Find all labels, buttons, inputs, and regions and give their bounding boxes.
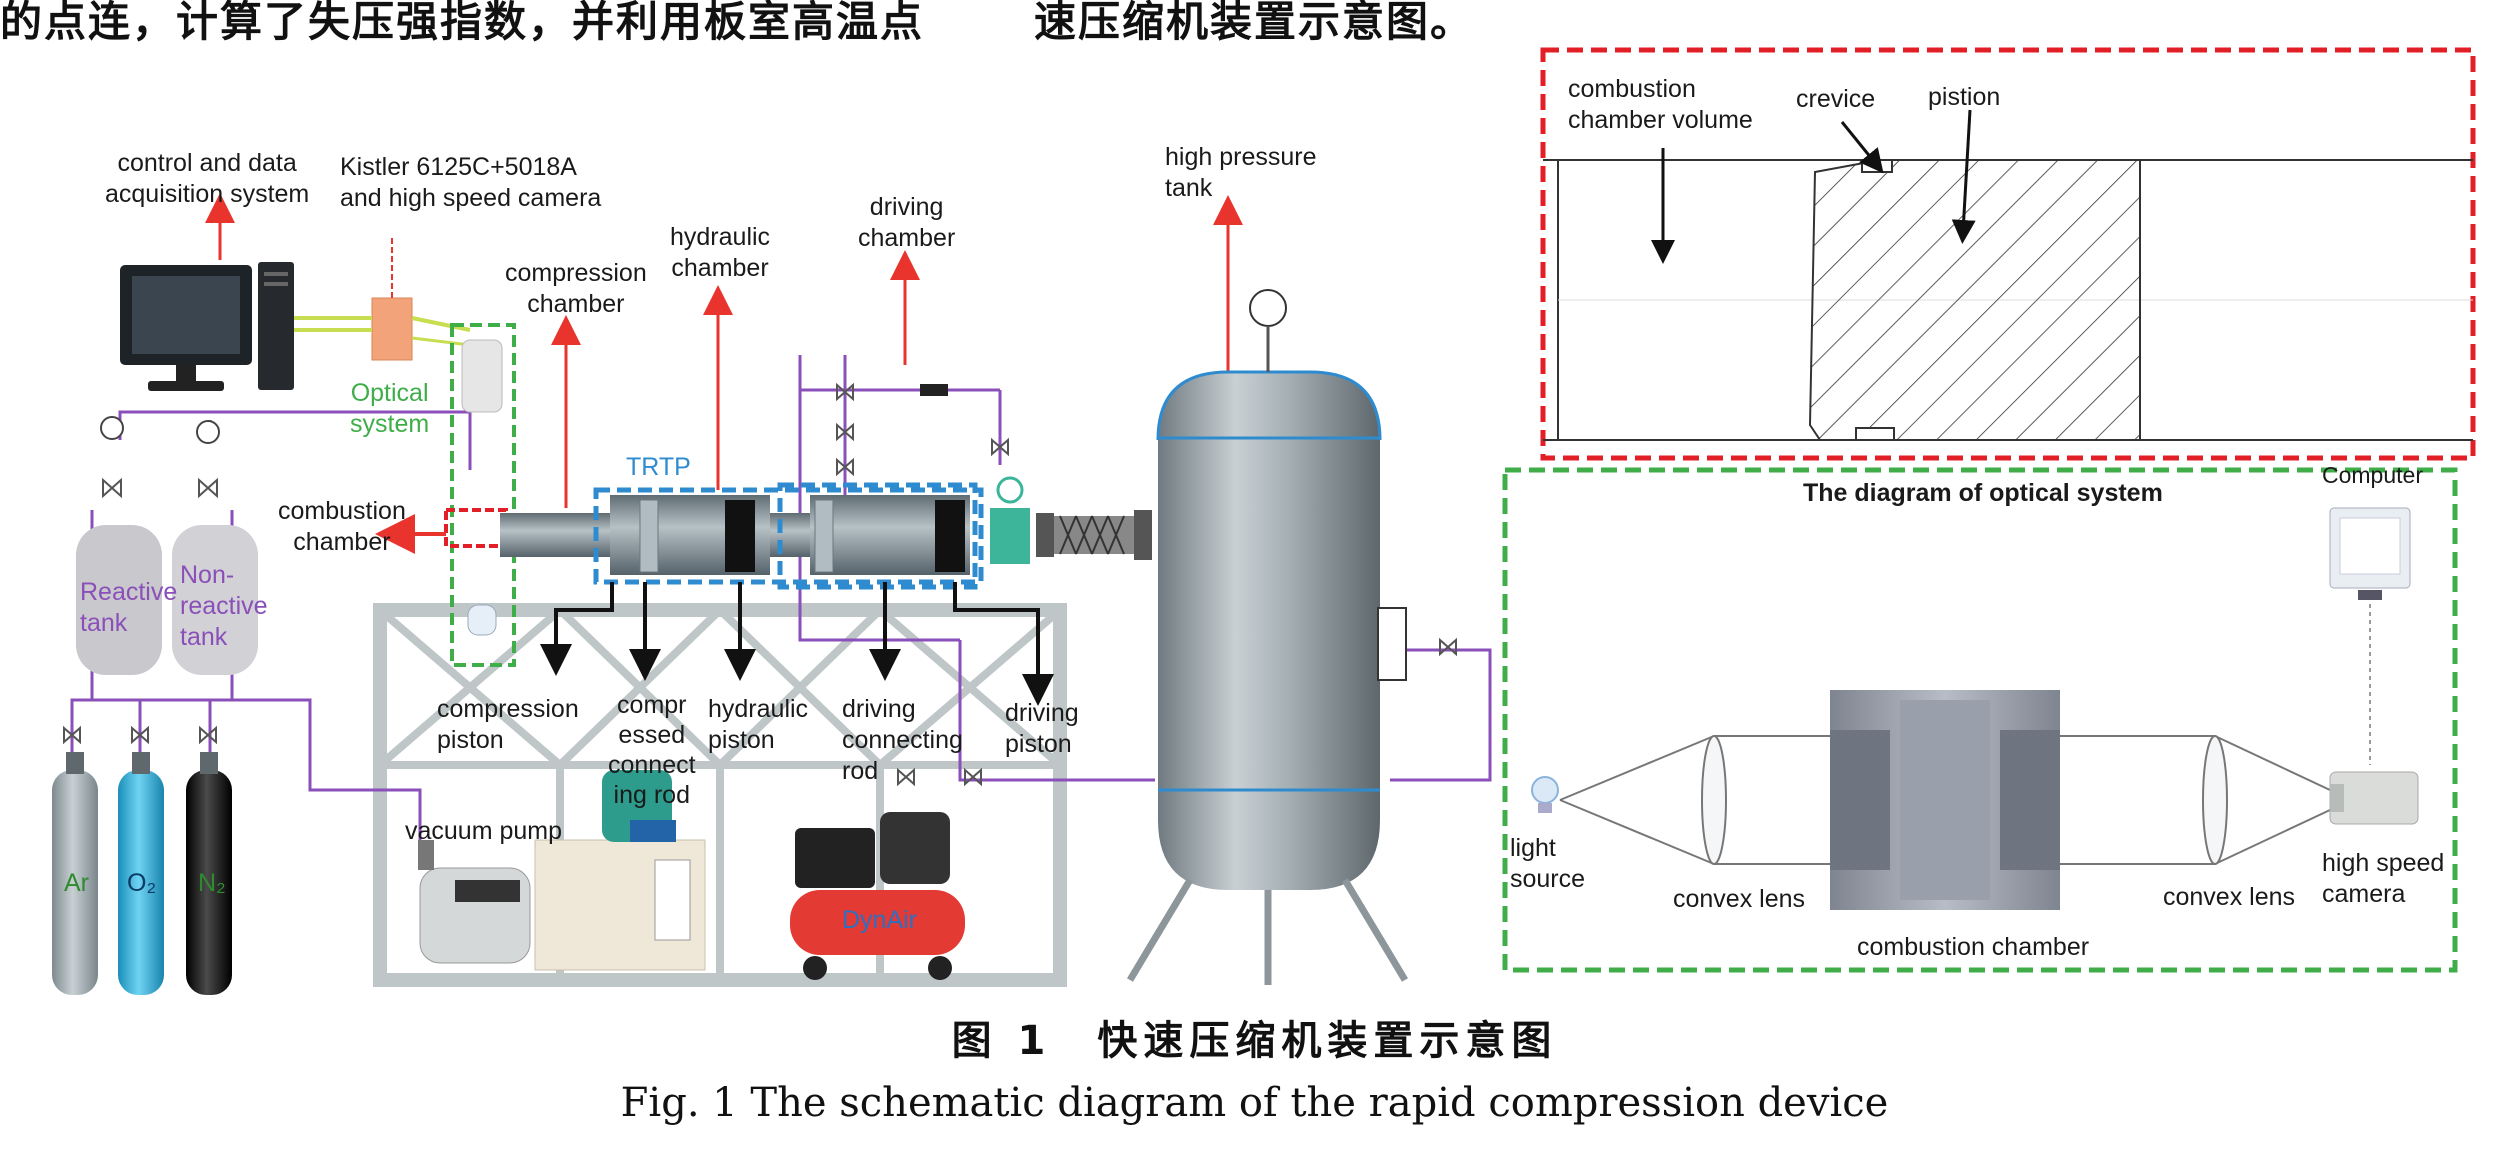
figure-caption-english: Fig. 1 The schematic diagram of the rapi…: [620, 1080, 1889, 1126]
crevice-diagram-frame: [1540, 47, 2476, 461]
convex-lens-left: [1701, 735, 1727, 865]
optical-combustion-chamber: [1830, 690, 2060, 910]
cropped-text-right: 速压缩机装置示意图。: [1034, 0, 1475, 46]
air-compressor: [790, 812, 965, 980]
label-trtp: TRTP: [626, 453, 691, 481]
non-reactive-tank: [172, 420, 258, 675]
computer-icon: [120, 262, 294, 391]
cropped-text-line: 的点连，计算了失压强指数，并利用板室高温点 速压缩机装置示意图。: [0, 0, 1474, 49]
label-vacuum-pump: vacuum pump: [405, 817, 563, 845]
combustion-chamber-frame: [444, 508, 508, 548]
vacuum-pump: [418, 840, 531, 964]
piston-section: [1808, 159, 2141, 441]
high-speed-camera-icon: [2329, 771, 2419, 825]
gas-lines: [70, 355, 1492, 840]
light-source-icon: [1531, 776, 1559, 813]
label-combustion-chamber-volume: combustion chamber volume: [1568, 75, 1753, 134]
label-optical-system: Optical system: [350, 379, 430, 438]
computer-icon: [2329, 507, 2411, 600]
label-hydraulic-piston: hydraulic piston: [708, 695, 809, 754]
optical-diagram-frame: [1502, 467, 2458, 973]
label-compression-piston: compression piston: [437, 695, 579, 754]
amplifier-box: [371, 297, 413, 361]
valve-icon: [836, 382, 1457, 787]
gas-bottle-n2: [186, 752, 232, 995]
label-driving-chamber: driving chamber: [858, 193, 956, 252]
label-high-pressure-tank: high pressure tank: [1165, 143, 1317, 202]
label-gas-n2: N₂: [198, 869, 226, 897]
compression-cylinder: [500, 513, 610, 557]
label-high-speed-camera: high speed camera: [2322, 849, 2445, 908]
hydraulic-unit: [534, 770, 706, 971]
label-light-source: light source: [1510, 834, 1586, 893]
gas-bottle-ar: [52, 752, 98, 995]
label-convex-lens-right: convex lens: [2163, 883, 2296, 911]
label-compressed-connecting-rod: compr essed connect ing rod: [608, 691, 696, 809]
trtp-frame: [593, 487, 984, 585]
label-gas-ar: Ar: [64, 869, 89, 897]
cropped-text-left: 的点连，计算了失压强指数，并利用板室高温点: [0, 0, 925, 46]
label-combustion-chamber: combustion chamber: [278, 497, 406, 556]
valve-icon: [63, 725, 217, 745]
label-gas-o2: O₂: [127, 869, 157, 897]
label-driving-connecting-rod: driving connecting rod: [842, 695, 963, 785]
label-driving-piston: driving piston: [1005, 699, 1079, 758]
label-compression-chamber: compression chamber: [505, 259, 647, 318]
high-pressure-tank: [1126, 289, 1409, 985]
label-computer: Computer: [2322, 462, 2423, 488]
label-kistler: Kistler 6125C+5018A and high speed camer…: [340, 153, 602, 212]
label-reactive-tank: Reactive tank: [80, 578, 178, 637]
label-pistion: pistion: [1928, 83, 2001, 111]
label-crevice: crevice: [1796, 85, 1876, 113]
figure-caption-chinese: 图 1 快速压缩机装置示意图: [951, 1018, 1558, 1064]
optical-diagram-title: The diagram of optical system: [1803, 479, 2163, 507]
convex-lens-right: [2202, 735, 2228, 865]
label-optical-combustion-chamber: combustion chamber: [1857, 933, 2090, 961]
label-hydraulic-chamber: hydraulic chamber: [670, 223, 771, 282]
optical-system-frame: [450, 323, 516, 667]
label-dynair: DynAir: [842, 906, 918, 934]
label-control-system: control and data acquisition system: [105, 149, 310, 208]
label-non-reactive-tank: Non- reactive tank: [180, 561, 268, 651]
gas-bottle-o2: [118, 752, 164, 995]
reactive-tank: [76, 416, 162, 675]
label-convex-lens-left: convex lens: [1673, 885, 1806, 913]
schematic-diagram: [52, 47, 2476, 995]
